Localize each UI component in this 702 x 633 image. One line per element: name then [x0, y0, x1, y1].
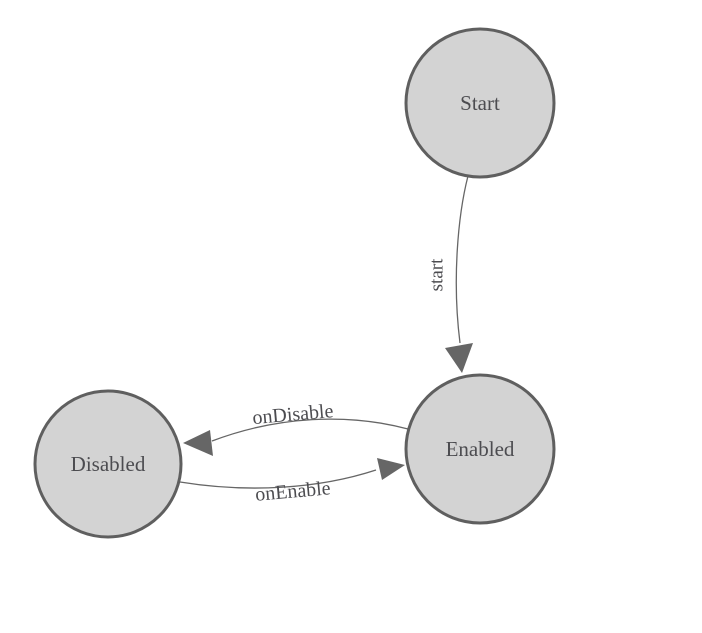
state-node-start[interactable]: Start: [404, 27, 556, 179]
transition-path-start-transition: [455, 175, 469, 344]
state-circle-disabled[interactable]: [33, 389, 183, 539]
state-circle-enabled[interactable]: [404, 373, 556, 525]
transition-start-transition: start: [426, 175, 473, 373]
state-circle-start[interactable]: [404, 27, 556, 179]
state-label-start: Start: [460, 91, 500, 115]
edge-label-start-transition: start: [426, 258, 447, 291]
arrowhead-icon: [445, 343, 473, 373]
edge-label-onenable-transition: onEnable: [254, 477, 331, 506]
transition-ondisable-transition: onDisable: [183, 400, 409, 456]
arrowhead-icon: [183, 430, 213, 456]
arrowhead-icon: [377, 458, 405, 480]
state-label-disabled: Disabled: [71, 452, 146, 476]
edge-label-ondisable-transition: onDisable: [252, 400, 335, 429]
transition-path-onenable-transition: [179, 469, 377, 489]
state-node-enabled[interactable]: Enabled: [404, 373, 556, 525]
state-node-disabled[interactable]: Disabled: [33, 389, 183, 539]
transition-path-ondisable-transition: [211, 418, 409, 442]
state-label-enabled: Enabled: [446, 437, 515, 461]
transition-onenable-transition: onEnable: [179, 458, 405, 506]
